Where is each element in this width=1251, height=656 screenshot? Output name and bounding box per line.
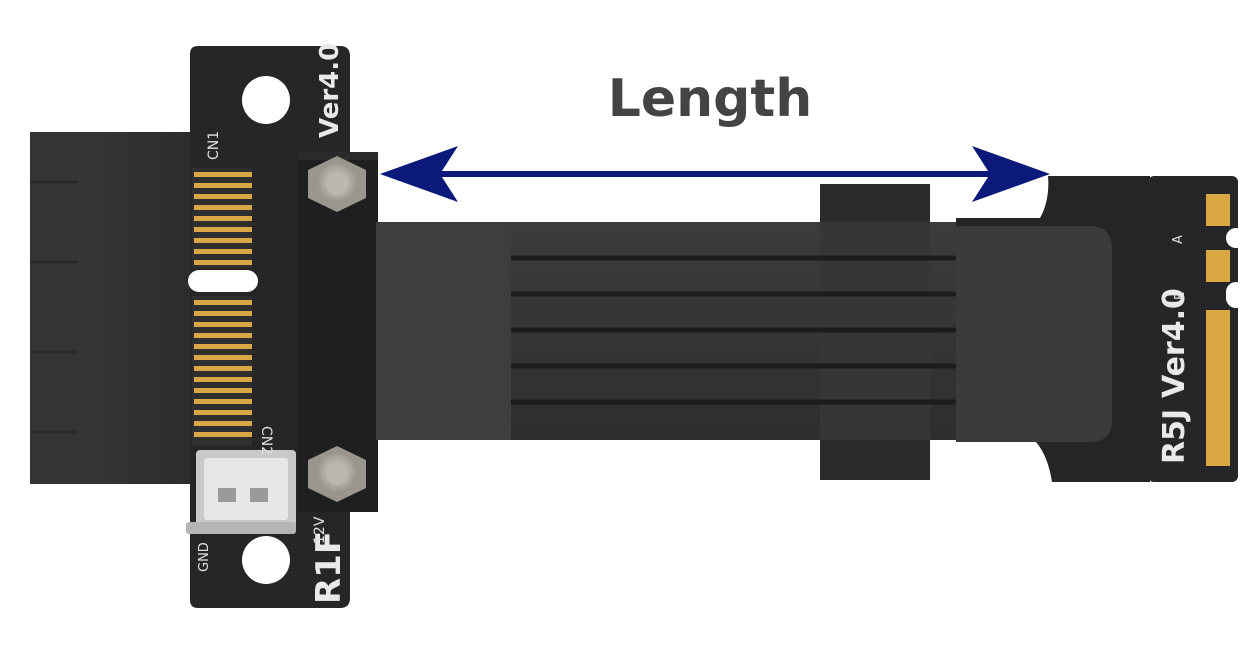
- gold-pin: [194, 377, 252, 382]
- mounting-hole-top: [242, 76, 290, 124]
- right-version-label: Ver4.0: [1157, 288, 1192, 398]
- gold-pin: [194, 205, 252, 210]
- arrow-head-right: [972, 146, 1050, 202]
- gold-pin: [194, 194, 252, 199]
- cn2-label: CN2: [258, 426, 274, 455]
- gold-pin: [194, 366, 252, 371]
- arrow-head-left: [380, 146, 458, 202]
- gold-pin: [194, 172, 252, 177]
- right-model-label: R5J: [1157, 409, 1192, 464]
- gold-pin: [194, 183, 252, 188]
- gold-pin: [194, 432, 252, 437]
- gold-pin: [194, 249, 252, 254]
- left-version-label: Ver4.0: [315, 43, 345, 138]
- gold-pin: [194, 388, 252, 393]
- gold-pin: [194, 355, 252, 360]
- gold-pin: [194, 344, 252, 349]
- gold-pin-row-lower: [194, 300, 252, 437]
- hex-nut-top: [308, 156, 366, 212]
- gold-pin: [194, 421, 252, 426]
- gold-pin: [194, 322, 252, 327]
- ground-label: GND: [197, 542, 212, 572]
- length-label: Length: [608, 69, 813, 129]
- slot-notch: [188, 270, 258, 292]
- gold-pin: [194, 311, 252, 316]
- gold-pin: [194, 227, 252, 232]
- gold-fingers-main: [1206, 310, 1230, 466]
- gold-pin: [194, 410, 252, 415]
- gold-pin: [194, 399, 252, 404]
- mounting-hole-bottom: [242, 536, 290, 584]
- key-a-label: A: [1171, 235, 1186, 244]
- right-m2-board: [1148, 176, 1246, 482]
- gold-pin: [194, 333, 252, 338]
- voltage-label: 12V: [312, 516, 328, 544]
- cn1-label: CN1: [206, 131, 222, 160]
- gold-pin: [194, 300, 252, 305]
- left-model-label: R1F: [309, 531, 349, 604]
- right-connector-housing: [956, 176, 1150, 482]
- ribbon-cable: [376, 184, 976, 480]
- right-version-suffix: E: [1173, 292, 1188, 300]
- power-connector: [196, 450, 296, 528]
- pcie-slot-housing: [30, 132, 190, 484]
- gold-pin: [194, 238, 252, 243]
- length-dimension-arrow: [380, 146, 1050, 202]
- gold-pin: [194, 216, 252, 221]
- gold-fingers-mid: [1206, 250, 1230, 282]
- hex-nut-bottom: [308, 446, 366, 502]
- gold-pin: [194, 260, 252, 265]
- gold-pin-row-upper: [194, 172, 252, 265]
- gold-fingers-key-a: [1206, 194, 1230, 226]
